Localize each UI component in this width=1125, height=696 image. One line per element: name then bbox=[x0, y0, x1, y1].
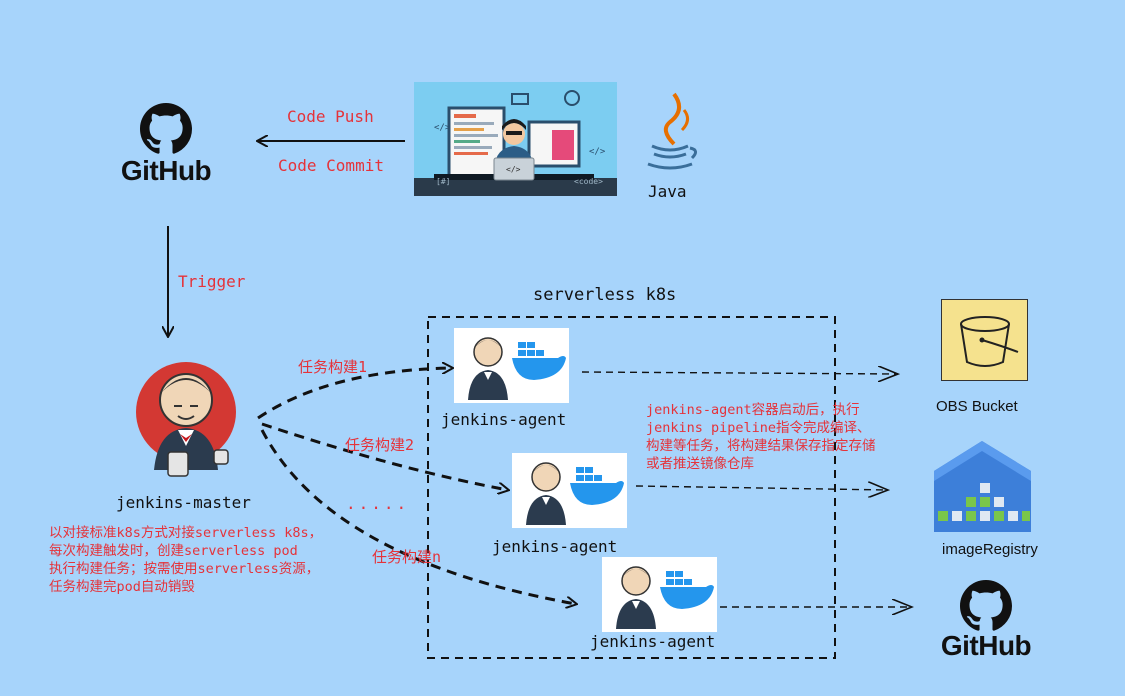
task-2-label: 任务构建2 bbox=[345, 436, 415, 454]
registry-house-icon bbox=[934, 441, 1031, 532]
image-registry-tile bbox=[934, 441, 1031, 532]
image-registry-label: imageRegistry bbox=[942, 541, 1038, 558]
output-arrow-registry bbox=[635, 486, 888, 490]
jenkins-docker-icon bbox=[468, 337, 566, 400]
agent-note-line: jenkins pipeline指令完成编译、 bbox=[646, 420, 871, 436]
dispatch-arrow-2 bbox=[261, 422, 508, 490]
master-note-line: 任务构建完pod自动销毁 bbox=[49, 579, 195, 595]
master-note-line: 以对接标准k8s方式对接serverless k8s， bbox=[49, 525, 323, 541]
jenkins-docker-icon bbox=[526, 462, 624, 525]
agent-note-line: 或者推送镜像仓库 bbox=[646, 456, 754, 472]
jenkins-agent-1-label: jenkins-agent bbox=[441, 410, 567, 429]
task-n-label: 任务构建n bbox=[372, 548, 442, 566]
dispatch-arrow-n bbox=[260, 429, 576, 604]
svg-text:</>: </> bbox=[506, 165, 521, 174]
master-note: 以对接标准k8s方式对接serverless k8s， 每次构建触发时，创建se… bbox=[49, 524, 369, 596]
jenkins-docker-icon bbox=[616, 566, 714, 629]
developer-desk-icon: </> </> </> [#] <code> bbox=[414, 90, 617, 196]
task-1-label: 任务构建1 bbox=[298, 358, 368, 376]
jenkins-agent-2-label: jenkins-agent bbox=[492, 537, 618, 556]
trigger-label: Trigger bbox=[178, 272, 246, 291]
bucket-icon bbox=[960, 316, 1019, 367]
more-tasks-ellipsis: ..... bbox=[346, 494, 410, 513]
github-octocat-icon bbox=[960, 580, 1012, 631]
java-label: Java bbox=[648, 182, 687, 201]
agent-note-line: jenkins-agent容器启动后，执行 bbox=[646, 402, 860, 418]
svg-text:[#]: [#] bbox=[436, 177, 450, 186]
github-wordmark: GitHub bbox=[120, 155, 212, 186]
svg-text:</>: </> bbox=[589, 147, 606, 157]
obs-bucket-tile bbox=[941, 299, 1028, 381]
cluster-boundary bbox=[427, 316, 836, 659]
code-commit-label: Code Commit bbox=[278, 156, 384, 175]
master-note-line: 每次构建触发时，创建serverless pod bbox=[49, 543, 298, 559]
dispatch-arrow-1 bbox=[257, 368, 452, 420]
agent-note: jenkins-agent容器启动后，执行 jenkins pipeline指令… bbox=[646, 401, 916, 473]
jenkins-master-node: jenkins-master bbox=[110, 350, 270, 520]
github-wordmark: GitHub bbox=[940, 630, 1032, 661]
github-octocat-icon bbox=[140, 103, 192, 154]
github-logo-bottom: GitHub bbox=[940, 580, 1032, 664]
jenkins-agent-1-image bbox=[454, 328, 569, 403]
java-cup-icon bbox=[647, 92, 697, 170]
jenkins-butler-icon bbox=[136, 362, 236, 477]
jenkins-agent-3-image bbox=[602, 557, 717, 632]
svg-text:<code>: <code> bbox=[574, 177, 603, 186]
obs-bucket-label: OBS Bucket bbox=[936, 398, 1018, 415]
master-note-line: 执行构建任务；按需使用serverless资源， bbox=[49, 561, 320, 577]
jenkins-master-label: jenkins-master bbox=[116, 493, 251, 512]
github-logo-top: GitHub bbox=[120, 103, 212, 187]
jenkins-agent-2-image bbox=[512, 453, 627, 528]
jenkins-agent-3-label: jenkins-agent bbox=[590, 632, 716, 651]
agent-note-line: 构建等任务，将构建结果保存指定存储 bbox=[646, 438, 876, 454]
svg-text:</>: </> bbox=[434, 123, 451, 133]
output-arrow-obs bbox=[581, 372, 898, 374]
cluster-title: serverless k8s bbox=[533, 285, 677, 305]
java-logo: Java bbox=[634, 88, 706, 204]
code-push-label: Code Push bbox=[287, 107, 374, 126]
developer-illustration: </> </> </> [#] <code> bbox=[414, 82, 617, 196]
